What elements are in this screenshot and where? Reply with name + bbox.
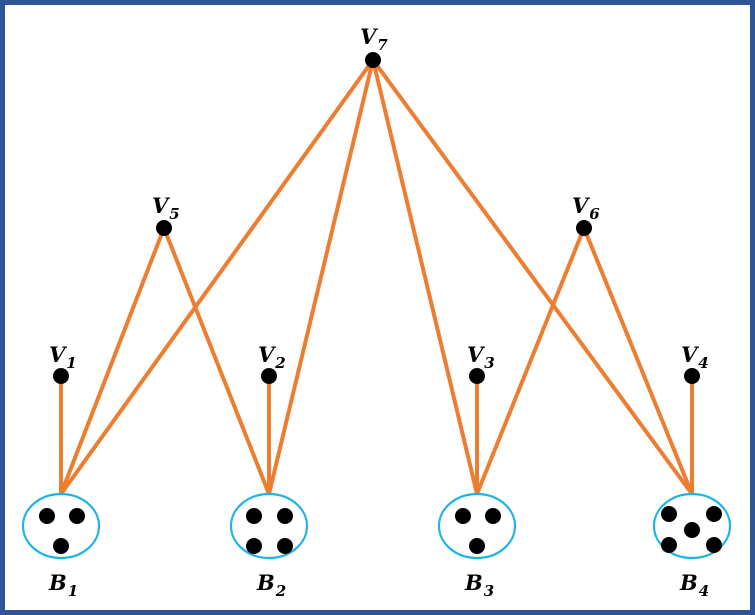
node-v3 [469, 368, 485, 384]
bin-b4-item [661, 537, 677, 553]
bin-label-b3: B3 [464, 570, 494, 600]
node-label-v2: V2 [258, 342, 286, 372]
edge-v5-b1 [59, 226, 166, 496]
bin-b3-item [469, 538, 485, 554]
edge-v7-b2 [267, 58, 375, 496]
node-v6 [576, 220, 592, 236]
bin-b1-item [53, 538, 69, 554]
bin-b1-item [69, 508, 85, 524]
node-v2 [261, 368, 277, 384]
bin-b4-item [684, 522, 700, 538]
node-label-v3: V3 [467, 342, 495, 372]
bin-b1-item [39, 508, 55, 524]
edge-v7-b1 [59, 58, 375, 496]
bin-b2-item [246, 538, 262, 554]
bin-b2 [229, 492, 309, 560]
edge-v6-b4 [582, 226, 694, 496]
bin-b4-item [706, 506, 722, 522]
edge-v6-b3 [475, 226, 586, 496]
bin-b3-item [455, 508, 471, 524]
node-label-v1: V1 [49, 342, 77, 372]
bin-b2-item [277, 538, 293, 554]
bin-label-b4: B4 [679, 570, 709, 600]
bin-b2-item [246, 508, 262, 524]
bin-label-b2: B2 [256, 570, 286, 600]
bin-b4-item [706, 537, 722, 553]
bins-layer [21, 492, 732, 560]
edge-v7-b3 [371, 58, 479, 496]
nodes-layer [53, 52, 700, 384]
node-v1 [53, 368, 69, 384]
bin-b2-item [277, 508, 293, 524]
edge-v5-b2 [162, 226, 271, 496]
bin-b4-item [661, 506, 677, 522]
edges-layer [59, 58, 694, 496]
edge-v7-b4 [371, 58, 694, 496]
node-label-v4: V4 [681, 342, 709, 372]
node-v7 [365, 52, 381, 68]
node-label-v5: V5 [152, 193, 180, 223]
bin-b3-item [485, 508, 501, 524]
node-v5 [156, 220, 172, 236]
node-v4 [684, 368, 700, 384]
bin-label-b1: B1 [48, 570, 78, 600]
node-label-v6: V6 [572, 193, 600, 223]
node-label-v7: V7 [360, 24, 388, 54]
